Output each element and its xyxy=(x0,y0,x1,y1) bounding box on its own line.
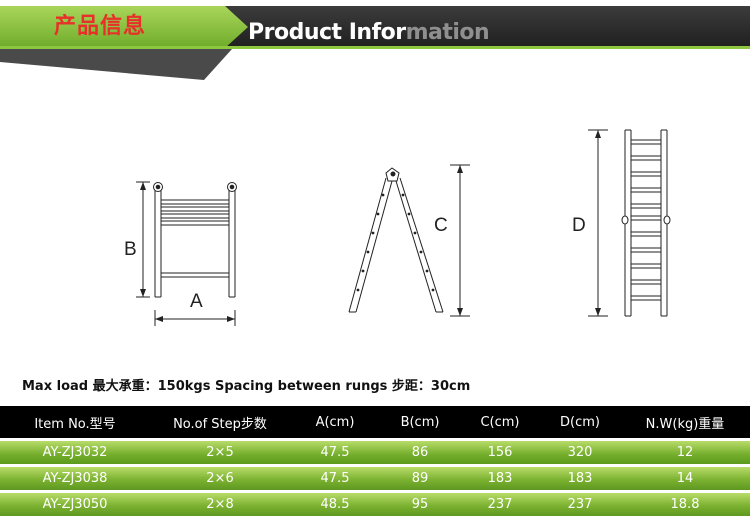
banner-graphic xyxy=(0,6,750,80)
col-header-c: C(cm) xyxy=(460,406,540,438)
cell-c: 237 xyxy=(460,493,540,516)
load-spacing-info: Max load 最大承重：150kgs Spacing between run… xyxy=(22,379,471,394)
dimension-c-label: C xyxy=(434,215,448,236)
cell-b: 95 xyxy=(380,493,460,516)
dimension-a-label: A xyxy=(190,291,203,312)
cell-d: 237 xyxy=(540,493,620,516)
cell-a: 48.5 xyxy=(290,493,380,516)
english-title-main: Product Infor xyxy=(248,20,406,45)
cell-a: 47.5 xyxy=(290,441,380,464)
table-header-row: Item No.型号 No.of Step步数 A(cm) B(cm) C(cm… xyxy=(0,406,750,438)
chinese-title: 产品信息 xyxy=(54,14,147,39)
english-title: Product Information xyxy=(248,20,490,45)
cell-b: 86 xyxy=(380,441,460,464)
dimension-b-label: B xyxy=(124,239,137,260)
col-header-weight: N.W(kg)重量 xyxy=(620,406,750,438)
cell-c: 183 xyxy=(460,467,540,490)
dimension-d-label: D xyxy=(572,215,586,236)
cell-c: 156 xyxy=(460,441,540,464)
cell-d: 320 xyxy=(540,441,620,464)
ladder-folded xyxy=(136,181,237,326)
col-header-steps: No.of Step步数 xyxy=(150,406,290,438)
cell-weight: 14 xyxy=(620,467,750,490)
cell-b: 89 xyxy=(380,467,460,490)
cell-d: 183 xyxy=(540,467,620,490)
ladder-a-frame xyxy=(348,164,470,317)
table-row: AY-ZJ3038 2×6 47.5 89 183 183 14 xyxy=(0,467,750,490)
cell-item-no: AY-ZJ3038 xyxy=(0,467,150,490)
table-row: AY-ZJ3032 2×5 47.5 86 156 320 12 xyxy=(0,441,750,464)
cell-steps: 2×6 xyxy=(150,467,290,490)
ladder-diagrams: B A C D xyxy=(0,90,750,350)
cell-item-no: AY-ZJ3032 xyxy=(0,441,150,464)
cell-a: 47.5 xyxy=(290,467,380,490)
ladder-straight xyxy=(588,129,671,317)
cell-weight: 12 xyxy=(620,441,750,464)
cell-steps: 2×5 xyxy=(150,441,290,464)
cell-weight: 18.8 xyxy=(620,493,750,516)
col-header-a: A(cm) xyxy=(290,406,380,438)
english-title-fade: mation xyxy=(405,20,490,45)
spec-table: Item No.型号 No.of Step步数 A(cm) B(cm) C(cm… xyxy=(0,403,750,519)
col-header-d: D(cm) xyxy=(540,406,620,438)
cell-steps: 2×8 xyxy=(150,493,290,516)
ladder-drawing: B A C D xyxy=(124,129,671,326)
col-header-item-no: Item No.型号 xyxy=(0,406,150,438)
cell-item-no: AY-ZJ3050 xyxy=(0,493,150,516)
table-row: AY-ZJ3050 2×8 48.5 95 237 237 18.8 xyxy=(0,493,750,516)
col-header-b: B(cm) xyxy=(380,406,460,438)
header-banner: 产品信息 Product Information xyxy=(0,0,750,80)
